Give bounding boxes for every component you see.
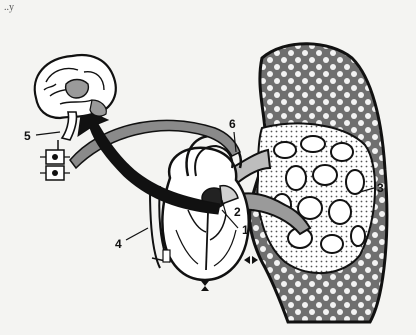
label-6: 6 xyxy=(229,117,236,131)
label-3: 3 xyxy=(377,181,384,195)
spinal-segments xyxy=(40,140,70,180)
capillary-network xyxy=(257,123,375,273)
label-4: 4 xyxy=(115,237,122,251)
corner-scan-text: ..y xyxy=(4,2,14,13)
label-5: 5 xyxy=(24,129,31,143)
label-2: 2 xyxy=(234,205,241,219)
brain xyxy=(35,55,116,140)
direction-marker-bottom xyxy=(201,281,209,291)
direction-marker-right xyxy=(244,256,258,264)
label-1: 1 xyxy=(242,223,249,237)
